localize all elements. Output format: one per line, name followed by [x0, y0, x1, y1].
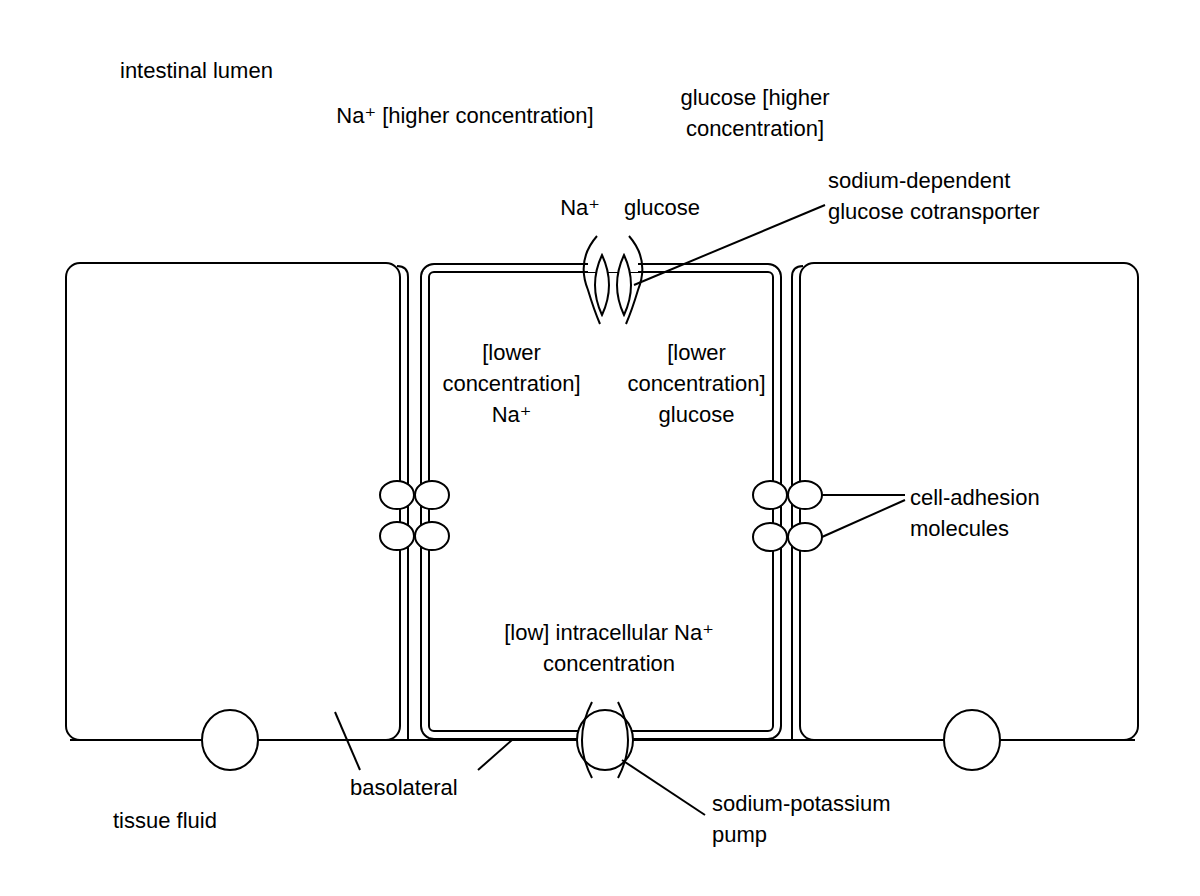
cell-membrane — [792, 266, 803, 740]
epithelial-cell: [lower concentration] Na⁺ [lower concentr… — [420, 263, 782, 740]
membrane-protein — [202, 710, 258, 770]
part-label: cell-adhesion molecules — [910, 482, 1130, 544]
cell-label: [lower concentration] glucose — [619, 337, 774, 430]
leader-line — [822, 494, 905, 496]
cotransporter-symbol — [584, 236, 643, 324]
membrane-protein — [944, 710, 1000, 770]
adhesion-molecules — [380, 481, 822, 551]
epithelial-cell — [66, 263, 400, 740]
part-label: sodium-dependent glucose cotransporter — [828, 165, 1088, 227]
pump-symbol — [577, 702, 633, 778]
part-label: glucose [higher concentration] — [620, 82, 890, 144]
leader-line — [335, 712, 360, 770]
part-label: Na⁺ — [550, 192, 610, 223]
part-label: sodium-potassium pump — [712, 788, 912, 850]
cell-label: [lower concentration] Na⁺ — [434, 337, 589, 430]
cell-membrane — [397, 266, 408, 740]
part-label: tissue fluid — [113, 805, 313, 836]
part-label: basolateral — [350, 772, 510, 803]
part-label: glucose — [612, 192, 712, 223]
leader-line — [478, 740, 512, 770]
epithelial-cell — [800, 263, 1138, 740]
leader-line — [622, 760, 705, 815]
cell-label: [low] intracellular Na⁺ concentration — [494, 617, 724, 679]
leader-line — [822, 500, 905, 537]
part-label: intestinal lumen — [120, 55, 370, 86]
part-label: Na⁺ [higher concentration] — [330, 100, 600, 131]
